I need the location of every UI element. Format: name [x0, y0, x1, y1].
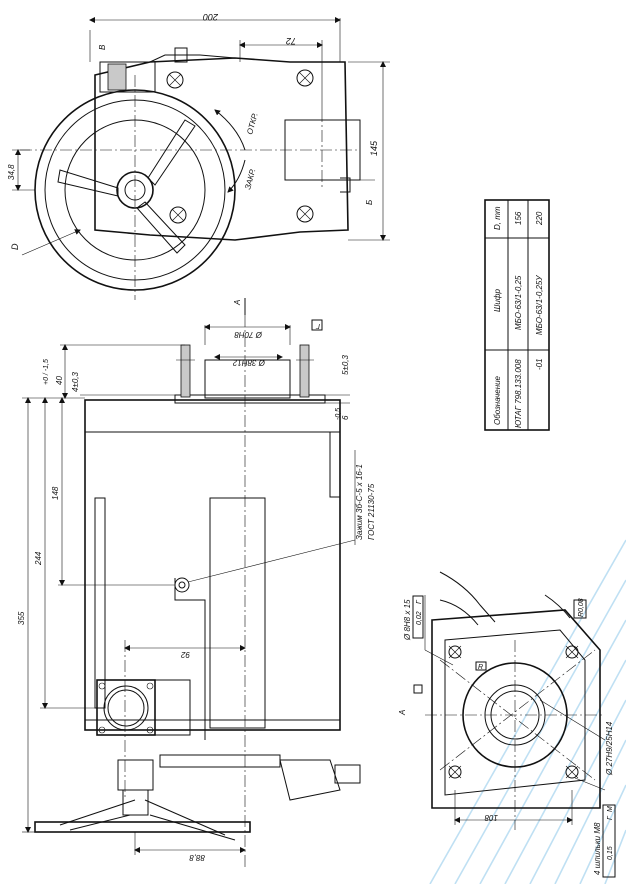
dim-4: 4±0,3 [71, 371, 80, 392]
dim-d38: Ø 38H12 [232, 358, 266, 367]
studs-mod: М [607, 806, 614, 812]
table-r2-code: МБО-63/1-0,25У [535, 275, 544, 335]
table-header-code: Шифр [493, 289, 502, 312]
dim-88: 88,8 [189, 853, 205, 862]
hole-spec: Ø 8H8 х 15 [403, 599, 412, 641]
label-close: ЗАКР. [243, 168, 257, 191]
hole-datum: Г [416, 599, 423, 604]
table-r2-designation: -01 [535, 358, 544, 370]
dim-5: 5±0,3 [341, 354, 350, 375]
dim-40: 40 [55, 376, 64, 385]
dim-d70: Ø 70H8 [234, 330, 263, 339]
label-b-top: B [98, 44, 107, 50]
table-r1-designation: ЮТАГ 798.133.008 [514, 359, 523, 428]
side-view: Ø 70H8 A Г Ø 38H12 40 +0 / -1,5 4±0,3 5±… [17, 298, 376, 870]
table-r1-code: МБО-63/1-0,25 [514, 275, 523, 330]
flange-label-a: A [398, 710, 407, 716]
table-r1-d: 156 [514, 211, 523, 225]
hole-tol: 0,02 [416, 611, 423, 625]
dim-148: 148 [51, 486, 60, 500]
dim-92: 92 [181, 650, 190, 659]
dim-145: 145 [369, 140, 379, 156]
dim-d27: Ø 27H9/25H14 [605, 721, 614, 776]
label-b-right: Б [365, 200, 374, 205]
spec-table: Обозначение Шифр D, mm ЮТАГ 798.133.008 … [484, 199, 550, 431]
mark-box: R0,08 [578, 598, 585, 617]
table-header-d: D, mm [493, 206, 502, 230]
dim-200: 200 [203, 12, 219, 22]
dim-72: 72 [286, 36, 296, 46]
studs-tol: 0,15 [607, 846, 614, 860]
clamp-note-1: Зажим 3б-С-5 х 16-1 [355, 464, 364, 540]
label-g: Г [315, 322, 320, 329]
studs-datum: Г [607, 815, 614, 820]
dim-108: 108 [484, 813, 498, 822]
dim-6: 6 [341, 415, 350, 420]
label-d: D [10, 243, 20, 250]
dim-40-tol: +0 / -1,5 [43, 359, 50, 385]
dim-355: 355 [17, 611, 26, 625]
flange-view: A R R0,08 Ø 8H8 х 15 0,02 Г 108 Ø 27H9/2… [398, 571, 616, 878]
table-r2-d: 220 [535, 211, 544, 226]
dim-34-8: 34,8 [7, 164, 16, 180]
dim-6-tol: -0,5 [335, 408, 342, 420]
table-header-designation: Обозначение [493, 375, 502, 425]
label-a-side: A [233, 300, 242, 306]
clamp-note-2: ГОСТ 21130-75 [367, 483, 376, 540]
dim-244: 244 [34, 551, 43, 566]
watermark-hatch [429, 539, 626, 884]
studs-spec: 4 шпильки М8 [593, 822, 602, 875]
label-open: ОТКР. [245, 112, 259, 136]
mark-r: R [478, 664, 483, 671]
top-view: ОТКР. ЗАКР. 200 72 145 34,8 D B Б [7, 12, 390, 300]
